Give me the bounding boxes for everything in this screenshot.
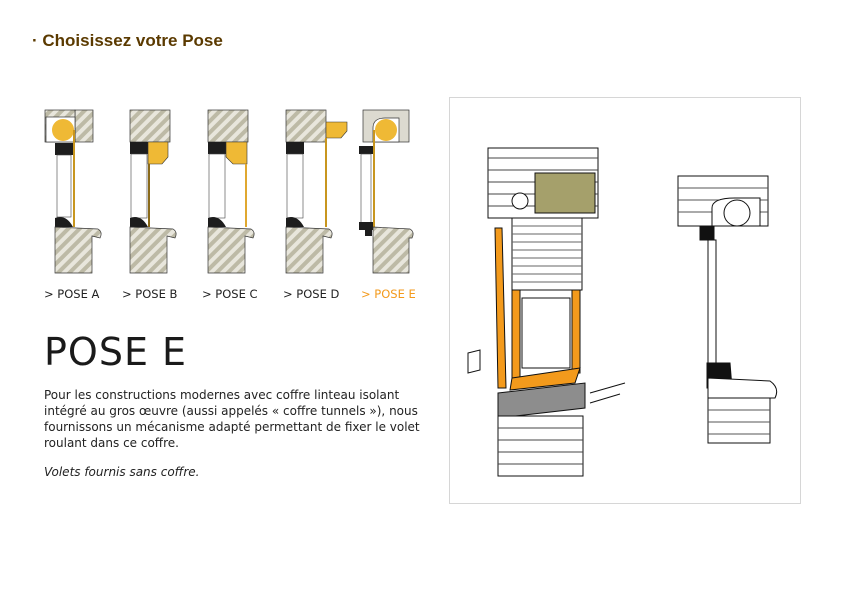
section-title: · Choisissez votre Pose (32, 31, 223, 50)
pose-e-diagram[interactable] (359, 109, 414, 274)
perspective-view (467, 147, 626, 477)
pose-c-link[interactable]: > POSE C (202, 287, 258, 301)
pose-b-link[interactable]: > POSE B (122, 287, 178, 301)
pose-diagrams (44, 109, 414, 274)
pose-e-link[interactable]: > POSE E (361, 287, 416, 301)
pose-a-diagram[interactable] (44, 109, 102, 274)
pose-note: Volets fournis sans coffre. (44, 465, 200, 479)
pose-description: Pour les constructions modernes avec cof… (44, 388, 420, 450)
pose-d-diagram[interactable] (285, 109, 348, 274)
pose-c-diagram[interactable] (207, 109, 255, 274)
pose-e-illustration (467, 147, 778, 477)
section-view (677, 175, 778, 444)
pose-heading: POSE E (44, 330, 188, 374)
pose-a-link[interactable]: > POSE A (44, 287, 100, 301)
pose-d-link[interactable]: > POSE D (283, 287, 340, 301)
pose-illustration-panel (449, 97, 801, 504)
pose-b-diagram[interactable] (129, 109, 177, 274)
